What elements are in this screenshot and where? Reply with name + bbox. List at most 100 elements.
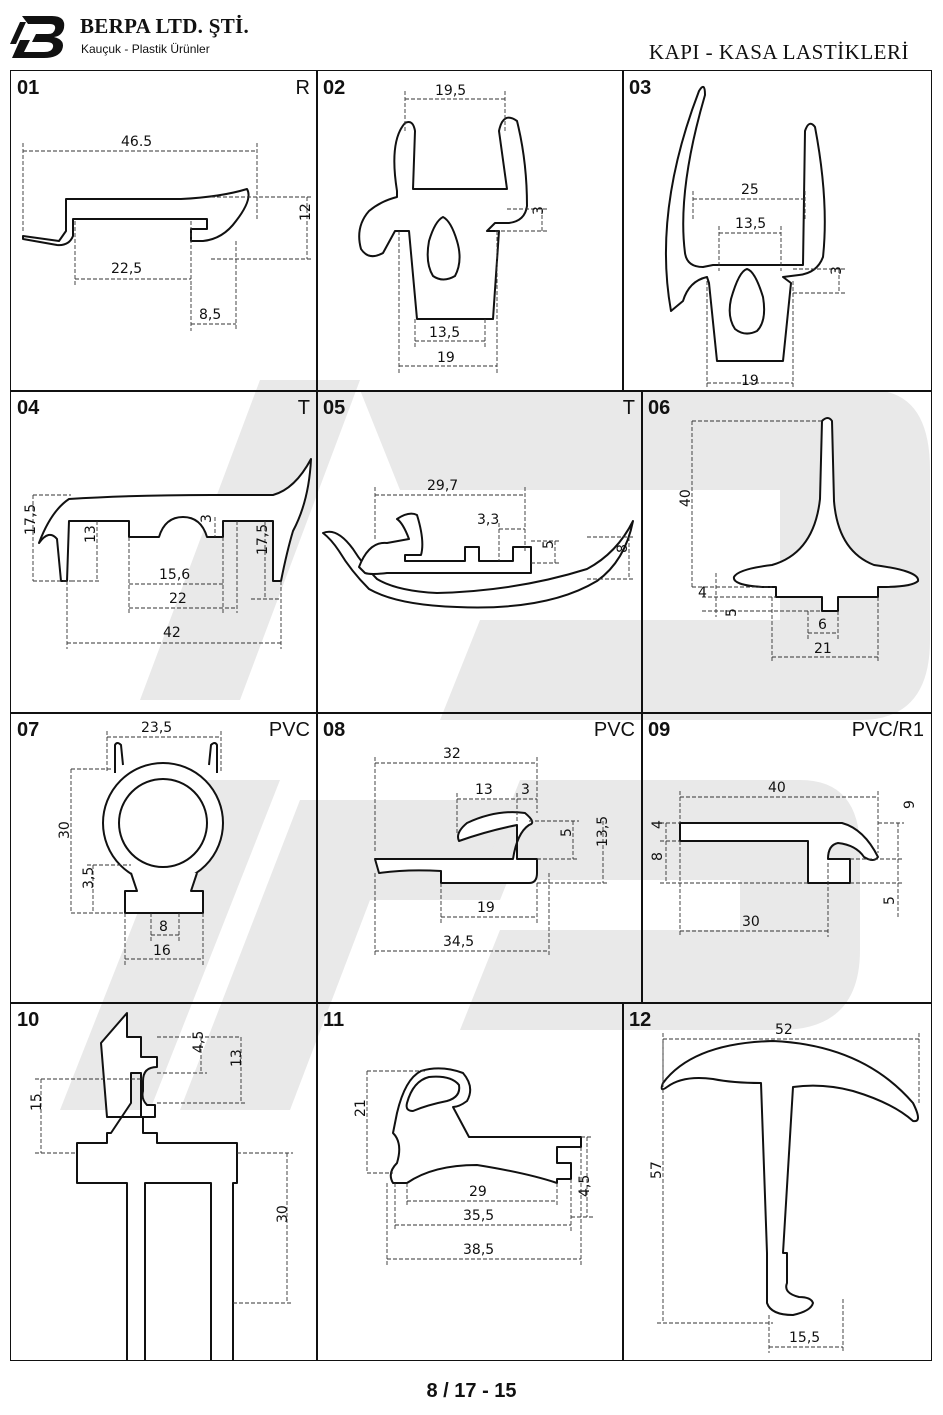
dim-08-b: 13 <box>475 782 493 798</box>
dim-06-b: 4 <box>698 585 707 601</box>
profile-drawing-05: 29,7 3,3 5 8 <box>322 478 635 609</box>
document-title: KAPI - KASA LASTİKLERİ <box>648 40 909 64</box>
dim-08-c: 3 <box>521 782 530 798</box>
profile-drawing-10: 4,5 13 15 30 <box>29 1012 293 1360</box>
dim-04-e: 22 <box>169 591 187 607</box>
dim-03-d: 19 <box>741 373 759 389</box>
profile-number: 03 <box>629 77 652 99</box>
dim-05-d: 8 <box>615 544 631 553</box>
dim-06-d: 6 <box>818 617 827 633</box>
dim-02-d: 19 <box>437 350 455 366</box>
profile-number: 05 <box>323 397 346 419</box>
dim-06-c: 5 <box>724 608 740 617</box>
profile-number: 12 <box>629 1009 652 1031</box>
profile-drawing-03: 25 13,5 3 19 <box>665 85 845 389</box>
profile-drawing-07: 23,5 30 3,5 8 16 <box>57 720 224 965</box>
profile-number: 07 <box>17 719 40 741</box>
dim-06-a: 40 <box>678 489 694 507</box>
profile-drawing-11: 21 29 4,5 35,5 38,5 <box>353 1067 593 1265</box>
dim-04-g: 42 <box>163 625 181 641</box>
material-code: PVC <box>593 719 635 741</box>
dim-11-a: 21 <box>353 1099 369 1117</box>
dim-12-c: 15,5 <box>789 1330 820 1346</box>
dim-09-b: 4 <box>650 820 666 829</box>
dim-03-a: 25 <box>741 182 759 198</box>
page-header: BERPA LTD. ŞTİ. Kauçuk - Plastik Ürünler… <box>0 0 943 70</box>
profile-drawing-12: 52 57 15,5 <box>649 1022 920 1353</box>
berpa-logo-icon <box>10 16 65 58</box>
dim-11-d: 35,5 <box>463 1208 494 1224</box>
dim-10-b: 13 <box>229 1049 245 1067</box>
dim-07-d: 8 <box>159 919 168 935</box>
dim-09-c: 9 <box>902 800 918 809</box>
dim-07-a: 23,5 <box>141 720 172 736</box>
dim-05-b: 3,3 <box>477 512 499 528</box>
profile-cell-02: 19,5 3 13,5 19 02 <box>316 70 624 392</box>
material-code: T <box>622 397 635 419</box>
profile-cell-06: 40 4 5 6 21 06 <box>641 390 932 714</box>
dim-10-c: 15 <box>29 1093 45 1111</box>
dim-12-a: 52 <box>775 1022 793 1038</box>
material-code: PVC <box>268 719 310 741</box>
dim-07-c: 3,5 <box>81 867 97 889</box>
material-code: R <box>295 77 310 99</box>
profile-cell-03: 25 13,5 3 19 03 <box>622 70 932 392</box>
profile-cell-12: 52 57 15,5 12 <box>622 1002 932 1361</box>
dim-01-b: 12 <box>298 203 314 221</box>
profile-cell-11: 21 29 4,5 35,5 38,5 11 <box>316 1002 624 1361</box>
dim-05-c: 5 <box>541 540 557 549</box>
dim-10-a: 4,5 <box>191 1031 207 1053</box>
material-code: PVC/R1 <box>851 719 924 741</box>
profile-number: 04 <box>17 397 40 419</box>
dim-06-e: 21 <box>814 641 832 657</box>
dim-02-b: 3 <box>531 206 547 215</box>
profile-number: 01 <box>17 77 40 99</box>
profile-drawing-06: 40 4 5 6 21 <box>678 417 919 663</box>
dim-01-d: 8,5 <box>199 307 221 323</box>
dim-07-b: 30 <box>57 821 73 839</box>
profile-drawing-08: 32 13 3 5 13,5 19 34,5 <box>374 746 611 957</box>
dim-05-a: 29,7 <box>427 478 458 494</box>
profile-drawing-02: 19,5 3 13,5 19 <box>358 83 547 373</box>
profile-drawing-09: 40 4 9 8 5 30 <box>650 780 918 937</box>
profile-number: 10 <box>17 1009 40 1031</box>
brand-name: BERPA LTD. ŞTİ. <box>80 14 250 38</box>
dim-03-c: 3 <box>829 266 845 275</box>
dim-12-b: 57 <box>649 1161 665 1179</box>
dim-08-e: 13,5 <box>595 816 611 847</box>
profile-catalog-grid: 46.5 12 22,5 8,5 01 R 19,5 3 13,5 19 02 <box>10 70 932 1361</box>
dim-04-c: 3 <box>199 514 215 523</box>
profile-drawing-01: 46.5 12 22,5 8,5 <box>22 134 314 331</box>
dim-04-d: 15,6 <box>159 567 190 583</box>
dim-08-f: 19 <box>477 900 495 916</box>
dim-09-f: 30 <box>742 914 760 930</box>
dim-09-d: 8 <box>650 852 666 861</box>
profile-number: 09 <box>648 719 671 741</box>
dim-11-b: 29 <box>469 1184 487 1200</box>
dim-02-a: 19,5 <box>435 83 466 99</box>
profile-cell-10: 4,5 13 15 30 10 <box>10 1002 318 1361</box>
dim-04-b: 13 <box>83 525 99 543</box>
profile-cell-09: 40 4 9 8 5 30 09 PVC/R1 <box>641 712 932 1004</box>
dim-11-c: 4,5 <box>577 1175 593 1197</box>
profile-number: 08 <box>323 719 346 741</box>
profile-cell-01: 46.5 12 22,5 8,5 01 R <box>10 70 318 392</box>
dim-03-b: 13,5 <box>735 216 766 232</box>
dim-11-e: 38,5 <box>463 1242 494 1258</box>
dim-04-f: 17,5 <box>255 524 271 555</box>
brand-tagline: Kauçuk - Plastik Ürünler <box>81 42 210 56</box>
profile-number: 02 <box>323 77 346 99</box>
profile-cell-05: 29,7 3,3 5 8 05 T <box>316 390 643 714</box>
material-code: T <box>297 397 310 419</box>
dim-07-e: 16 <box>153 943 171 959</box>
dim-01-a: 46.5 <box>121 134 152 150</box>
profile-cell-07: 23,5 30 3,5 8 16 07 PVC <box>10 712 318 1004</box>
dim-04-a: 17,5 <box>23 504 39 535</box>
dim-02-c: 13,5 <box>429 325 460 341</box>
page-number: 8 / 17 - 15 <box>426 1380 517 1402</box>
dim-08-d: 5 <box>559 828 575 837</box>
dim-10-d: 30 <box>275 1205 291 1223</box>
dim-09-a: 40 <box>768 780 786 796</box>
dim-09-e: 5 <box>882 896 898 905</box>
profile-cell-08: 32 13 3 5 13,5 19 34,5 08 PVC <box>316 712 643 1004</box>
